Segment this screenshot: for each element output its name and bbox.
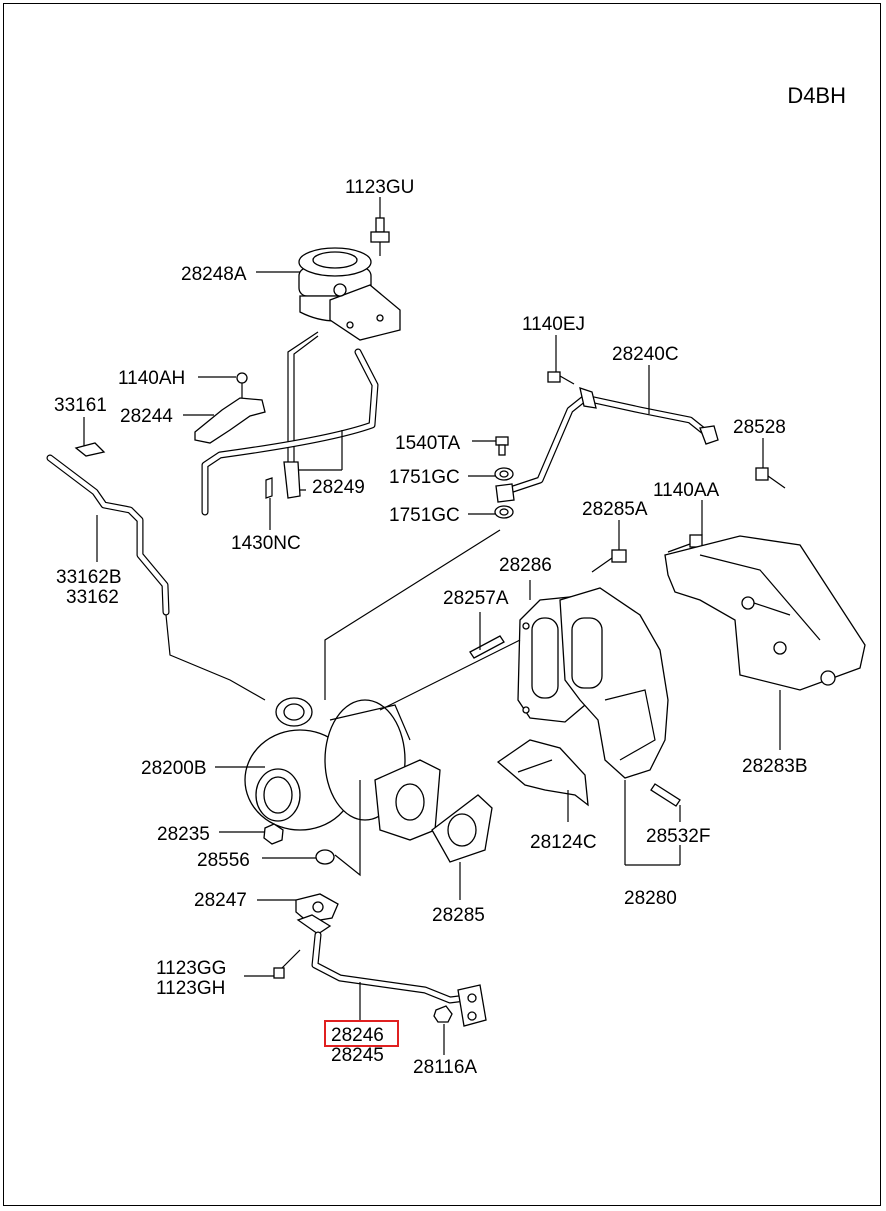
label-28200B[interactable]: 28200B: [141, 758, 207, 779]
oil-pipe-28246[interactable]: [296, 914, 487, 1027]
bolt-1123GU[interactable]: [370, 217, 390, 256]
actuator-28248A[interactable]: [298, 247, 401, 341]
label-28285A[interactable]: 28285A: [582, 499, 648, 520]
label-28286[interactable]: 28286: [499, 555, 552, 576]
label-1123GH[interactable]: 1123GH: [156, 978, 225, 999]
label-33162[interactable]: 33162: [66, 587, 119, 608]
label-28283B[interactable]: 28283B: [742, 756, 808, 777]
label-28240C[interactable]: 28240C: [612, 344, 679, 365]
stud-28532F[interactable]: [650, 783, 681, 807]
label-1751GC-upper[interactable]: 1751GC: [389, 467, 460, 488]
bolt-1140AA[interactable]: [667, 534, 703, 553]
label-28257A[interactable]: 28257A: [443, 588, 509, 609]
label-28247[interactable]: 28247: [194, 890, 247, 911]
label-28528[interactable]: 28528: [733, 417, 786, 438]
label-28285[interactable]: 28285: [432, 905, 485, 926]
highlight-box: [324, 1020, 399, 1047]
pipe-28240C[interactable]: [506, 394, 719, 494]
label-28556[interactable]: 28556: [197, 850, 250, 871]
label-1751GC-lower[interactable]: 1751GC: [389, 505, 460, 526]
label-1140EJ[interactable]: 1140EJ: [522, 314, 585, 335]
label-28235[interactable]: 28235: [157, 824, 210, 845]
label-1123GG[interactable]: 1123GG: [156, 958, 226, 979]
label-28280[interactable]: 28280: [624, 888, 677, 909]
stud-28257A[interactable]: [469, 635, 505, 659]
clip-33161[interactable]: [74, 442, 106, 457]
nut-28116A[interactable]: [433, 1005, 453, 1023]
hose-28249[interactable]: [201, 348, 379, 516]
label-28532F[interactable]: 28532F: [646, 826, 710, 847]
label-28248A[interactable]: 28248A: [181, 264, 247, 285]
label-33162B[interactable]: 33162B: [56, 567, 122, 588]
washer-1751GC-lower[interactable]: [494, 505, 514, 519]
bolt-28528[interactable]: [755, 467, 786, 489]
heat-shield-28124C[interactable]: [496, 739, 589, 807]
pipe-33162B[interactable]: [46, 454, 170, 616]
label-28249[interactable]: 28249: [312, 477, 365, 498]
label-33161[interactable]: 33161: [54, 395, 107, 416]
label-28245[interactable]: 28245: [331, 1045, 384, 1066]
label-1140AH[interactable]: 1140AH: [118, 368, 185, 389]
turbocharger-28200B[interactable]: [244, 697, 441, 841]
bolt-1123GG[interactable]: [273, 949, 301, 979]
label-1430NC[interactable]: 1430NC: [231, 533, 301, 554]
clip-1430NC[interactable]: [265, 477, 273, 499]
label-28116A[interactable]: 28116A: [413, 1057, 477, 1078]
label-1140AA[interactable]: 1140AA: [653, 480, 720, 501]
bolt-1140EJ[interactable]: [547, 371, 597, 409]
gasket-28247[interactable]: [295, 893, 339, 923]
part-labels: D4BH 1123GU 28248A 1140EJ 28240C 1140AH …: [54, 83, 846, 1078]
washer-28556[interactable]: [315, 849, 335, 865]
exhaust-manifold-28280[interactable]: [559, 587, 669, 779]
leader-lines: [83, 197, 781, 1055]
bolt-28285A[interactable]: [591, 549, 627, 573]
label-28244[interactable]: 28244: [120, 406, 173, 427]
label-1123GU[interactable]: 1123GU: [345, 177, 414, 198]
engine-code: D4BH: [787, 83, 846, 108]
heat-shield-28283B[interactable]: [664, 535, 866, 691]
nut-28235[interactable]: [263, 823, 284, 845]
label-28124C[interactable]: 28124C: [530, 832, 597, 853]
washer-1751GC-upper[interactable]: [494, 467, 514, 481]
label-1540TA[interactable]: 1540TA: [395, 433, 460, 454]
bolt-1540TA[interactable]: [495, 436, 509, 456]
label-28246[interactable]: 28246: [331, 1025, 384, 1046]
bracket-28244[interactable]: [194, 372, 266, 444]
gasket-28285[interactable]: [431, 794, 493, 863]
